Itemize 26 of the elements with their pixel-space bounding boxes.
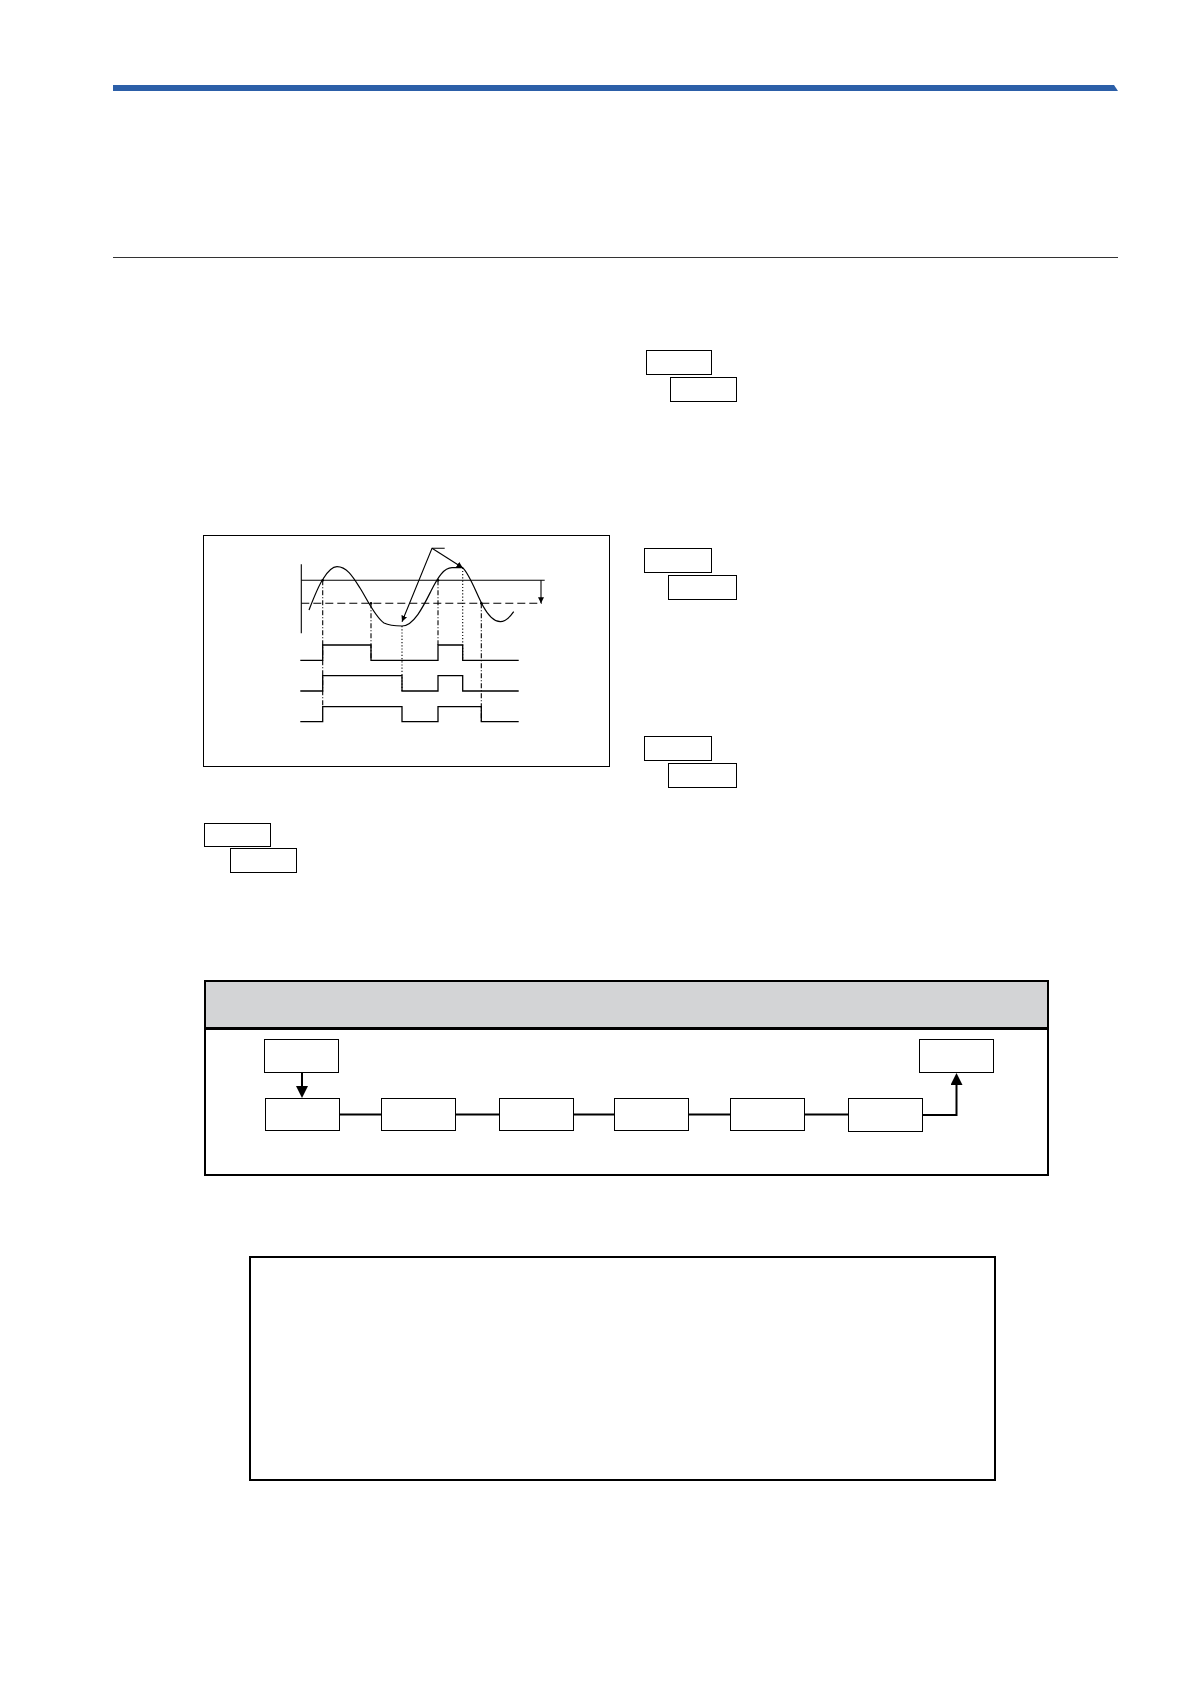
connector-line xyxy=(688,1113,731,1116)
parameter-box xyxy=(668,575,737,600)
arrow xyxy=(296,1072,308,1098)
figure-frame xyxy=(203,535,610,767)
menu-panel xyxy=(204,980,1049,1176)
parameter-box xyxy=(644,548,712,573)
menu-step-box xyxy=(614,1098,689,1131)
connector-line xyxy=(455,1113,500,1116)
menu-step-box xyxy=(919,1039,994,1073)
parameter-box xyxy=(230,848,297,873)
parameter-box xyxy=(670,377,737,402)
menu-step-box xyxy=(848,1098,923,1132)
menu-step-box xyxy=(730,1098,805,1131)
frame-box xyxy=(249,1256,996,1481)
parameter-box xyxy=(668,763,737,788)
menu-step-box xyxy=(499,1098,574,1131)
parameter-box xyxy=(204,823,271,847)
menu-step-box xyxy=(381,1098,456,1131)
connector-line xyxy=(339,1113,382,1116)
menu-step-box xyxy=(264,1039,339,1073)
connector-line xyxy=(573,1113,615,1116)
connector-line xyxy=(804,1113,849,1116)
parameter-box xyxy=(644,736,712,761)
arrow xyxy=(922,1073,963,1116)
menu-step-box xyxy=(265,1098,340,1131)
parameter-box xyxy=(646,350,712,375)
